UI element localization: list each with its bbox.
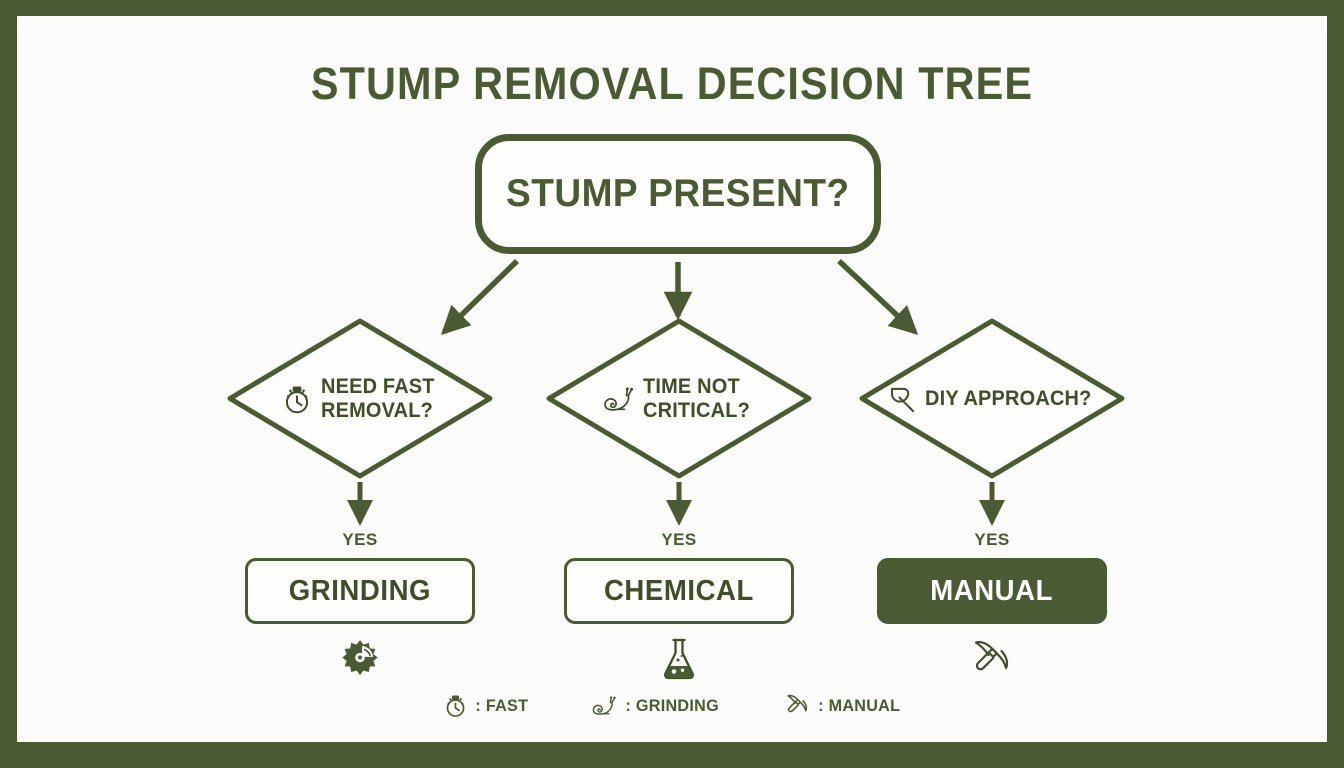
outcome-label-chemical: CHEMICAL [604, 574, 754, 607]
legend-label-grinding: : GRINDING [625, 695, 720, 715]
outcome-node-manual[interactable]: MANUAL [877, 558, 1107, 624]
decision-label-fast-removal: NEED FAST REMOVAL? [320, 374, 435, 422]
diamond-shape [546, 318, 812, 479]
pickaxe-icon [974, 641, 1009, 671]
decision-node-diy-approach[interactable]: DIY APPROACH? [857, 316, 1127, 481]
outcome-icon-wrap-manual [857, 636, 1127, 682]
legend-item-grinding: : GRINDING [591, 692, 721, 719]
diagram-canvas: STUMP REMOVAL DECISION TREE STUMP PRESEN… [17, 16, 1327, 742]
edge-label-yes-time-not-critical: YES [661, 530, 697, 549]
snail-icon [593, 696, 617, 715]
root-node-stump-present[interactable]: STUMP PRESENT? [475, 134, 881, 254]
decision-node-time-not-critical[interactable]: TIME NOT CRITICAL? [544, 316, 814, 481]
decision-node-fast-removal[interactable]: NEED FAST REMOVAL? [225, 316, 495, 481]
outcome-icon-wrap-chemical [544, 636, 814, 682]
pickaxe-icon [787, 694, 807, 713]
legend-item-fast: : FAST [442, 692, 530, 719]
legend-label-fast: : FAST [475, 695, 529, 715]
outcome-node-grinding[interactable]: GRINDING [245, 558, 475, 624]
branch-diy-approach: DIY APPROACH? YES MANUAL [857, 316, 1127, 671]
root-node-label: STUMP PRESENT? [506, 172, 850, 215]
outcome-node-chemical[interactable]: CHEMICAL [564, 558, 794, 624]
edge-label-yes-fast-removal: YES [342, 530, 378, 549]
branch-time-not-critical: TIME NOT CRITICAL? YES CHEMICAL [544, 316, 814, 680]
outcome-label-grinding: GRINDING [288, 574, 432, 607]
trowel-icon [890, 387, 915, 412]
page-title: STUMP REMOVAL DECISION TREE [310, 58, 1034, 109]
legend-label-manual: : MANUAL [817, 695, 901, 715]
outcome-icon-wrap-grinding [225, 636, 495, 682]
diamond-shape [227, 318, 493, 479]
stopwatch-icon [446, 695, 465, 717]
decision-label-diy-approach: DIY APPROACH? [924, 386, 1092, 410]
legend-item-manual: : MANUAL [784, 692, 902, 719]
outcome-label-manual: MANUAL [930, 574, 1054, 607]
diamond-shape [859, 318, 1125, 479]
flask-icon [663, 638, 695, 680]
branch-fast-removal: NEED FAST REMOVAL? YES GRINDING [225, 316, 495, 675]
decision-label-time-not-critical: TIME NOT CRITICAL? [643, 374, 751, 422]
saw-blade-icon [342, 640, 378, 675]
stopwatch-icon [285, 386, 308, 413]
legend: : FAST : GRINDING [17, 692, 1327, 719]
edge-label-yes-diy-approach: YES [974, 530, 1010, 549]
snail-icon [604, 387, 634, 411]
